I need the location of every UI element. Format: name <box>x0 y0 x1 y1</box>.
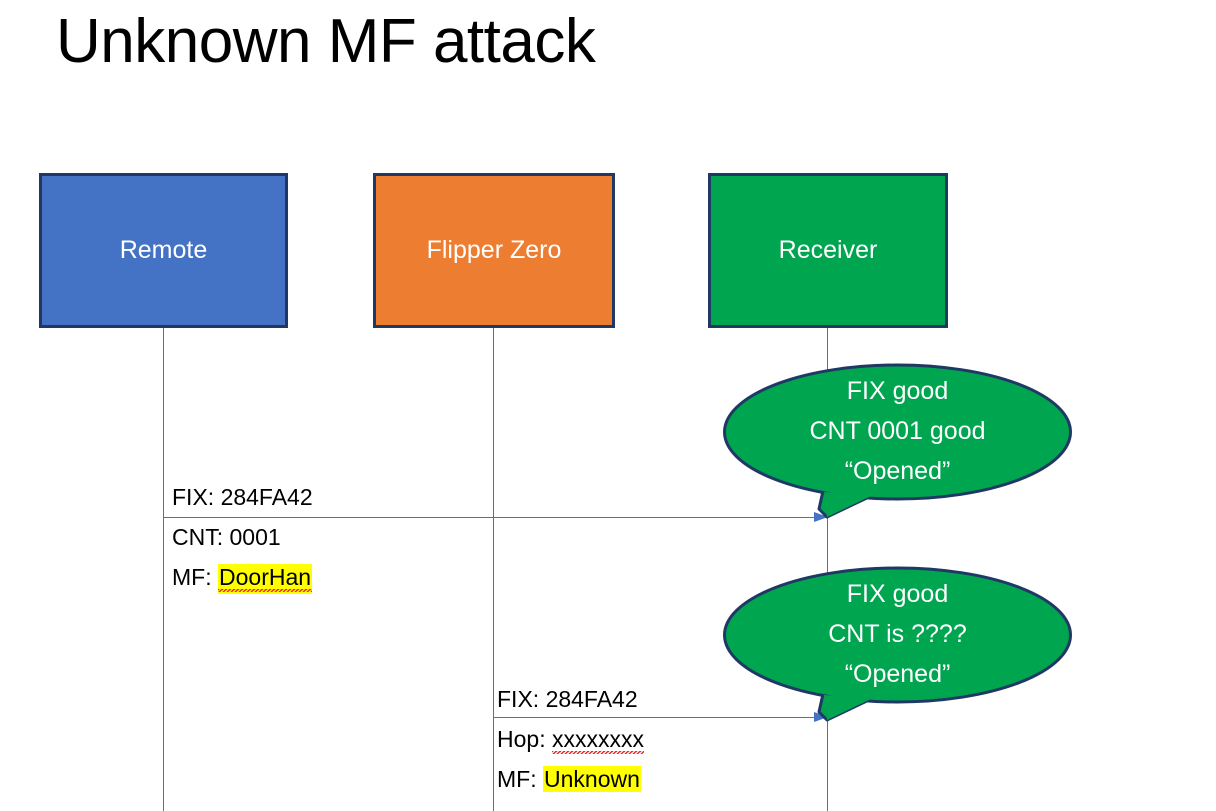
message2-line-mf: MF: Unknown <box>497 759 644 799</box>
message-label-remote-to-receiver: FIX: 284FA42 CNT: 0001 MF: DoorHan <box>172 477 313 597</box>
message-line-mf-value: DoorHan <box>218 564 313 594</box>
actor-box-flipper[interactable]: Flipper Zero <box>373 173 615 328</box>
lifeline-remote <box>163 327 164 811</box>
message2-line-mf-value: Unknown <box>543 766 641 792</box>
actor-box-remote[interactable]: Remote <box>39 173 288 328</box>
message-line-fix-key: FIX: <box>172 484 221 510</box>
speech-bubble-receiver-response-2: FIX good CNT is ???? “Opened” <box>723 566 1072 722</box>
message2-line-fix-key: FIX: <box>497 686 546 712</box>
lifeline-receiver <box>827 327 828 811</box>
actor-label-flipper: Flipper Zero <box>426 236 562 264</box>
message-line-mf: MF: DoorHan <box>172 557 313 597</box>
actor-label-receiver: Receiver <box>778 236 878 264</box>
message-line-mf-key: MF: <box>172 564 218 590</box>
speech-bubble-shape-1 <box>723 363 1072 519</box>
message-line-fix-value: 284FA42 <box>220 484 313 510</box>
actor-box-receiver[interactable]: Receiver <box>708 173 948 328</box>
message-line-fix: FIX: 284FA42 <box>172 477 313 517</box>
speech-bubble-receiver-response-1: FIX good CNT 0001 good “Opened” <box>723 363 1072 519</box>
message2-line-hop: Hop: xxxxxxxx <box>497 719 644 759</box>
speech-bubble-shape-2 <box>723 566 1072 722</box>
message2-line-mf-key: MF: <box>497 766 543 792</box>
message-arrow-remote-to-receiver <box>163 512 828 522</box>
message-line-cnt: CNT: 0001 <box>172 517 313 557</box>
page-title: Unknown MF attack <box>56 7 596 76</box>
message2-line-hop-value: xxxxxxxx <box>551 726 644 756</box>
message-line-cnt-key: CNT: <box>172 524 230 550</box>
lifeline-flipper <box>493 327 494 811</box>
message2-line-hop-key: Hop: <box>497 726 552 752</box>
message2-line-fix-value: 284FA42 <box>545 686 638 712</box>
message-label-flipper-to-receiver: FIX: 284FA42 Hop: xxxxxxxx MF: Unknown <box>497 679 644 799</box>
message-line-cnt-value: 0001 <box>229 524 281 550</box>
message-arrow-flipper-to-receiver <box>493 712 828 722</box>
message2-line-fix: FIX: 284FA42 <box>497 679 644 719</box>
actor-label-remote: Remote <box>119 236 208 264</box>
